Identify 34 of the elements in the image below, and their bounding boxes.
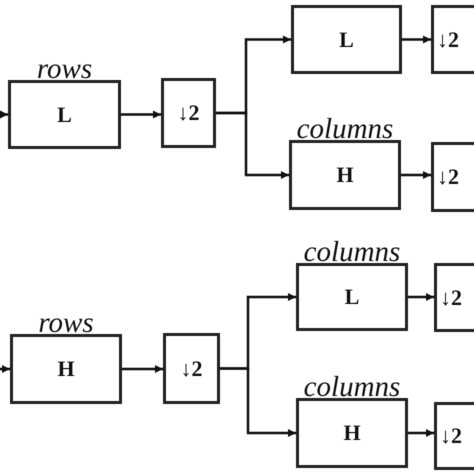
- box-label: ↓2: [437, 164, 459, 190]
- process-box: [431, 142, 474, 212]
- box-label: H: [57, 356, 75, 382]
- box-heading: rows: [37, 309, 95, 337]
- process-box: [434, 402, 474, 470]
- arrow: [402, 36, 431, 44]
- arrow: [220, 367, 296, 437]
- box-heading: columns: [302, 373, 402, 401]
- box-label: ↓2: [178, 100, 200, 126]
- arrow: [408, 429, 434, 437]
- box-heading: columns: [296, 115, 394, 143]
- process-box: [291, 5, 402, 74]
- box-label: ↓2: [440, 423, 462, 449]
- box-label: L: [339, 26, 354, 52]
- arrow: [122, 365, 163, 373]
- arrow: [408, 293, 434, 301]
- arrow: [0, 365, 10, 373]
- arrow: [401, 171, 431, 179]
- box-label: ↓2: [440, 284, 462, 310]
- box-label: ↓2: [180, 356, 202, 382]
- box-heading: columns: [302, 238, 402, 266]
- arrow: [216, 112, 289, 179]
- process-box: [431, 5, 474, 74]
- box-label: H: [343, 420, 361, 446]
- box-heading: rows: [36, 55, 94, 83]
- box-label: H: [336, 162, 354, 188]
- process-box: [434, 263, 474, 332]
- process-box: [161, 78, 216, 148]
- box-label: ↓2: [437, 26, 459, 52]
- box-label: L: [57, 102, 72, 128]
- arrow: [121, 110, 161, 118]
- box-label: L: [344, 284, 360, 310]
- arrow: [0, 110, 8, 118]
- process-box: [163, 333, 220, 404]
